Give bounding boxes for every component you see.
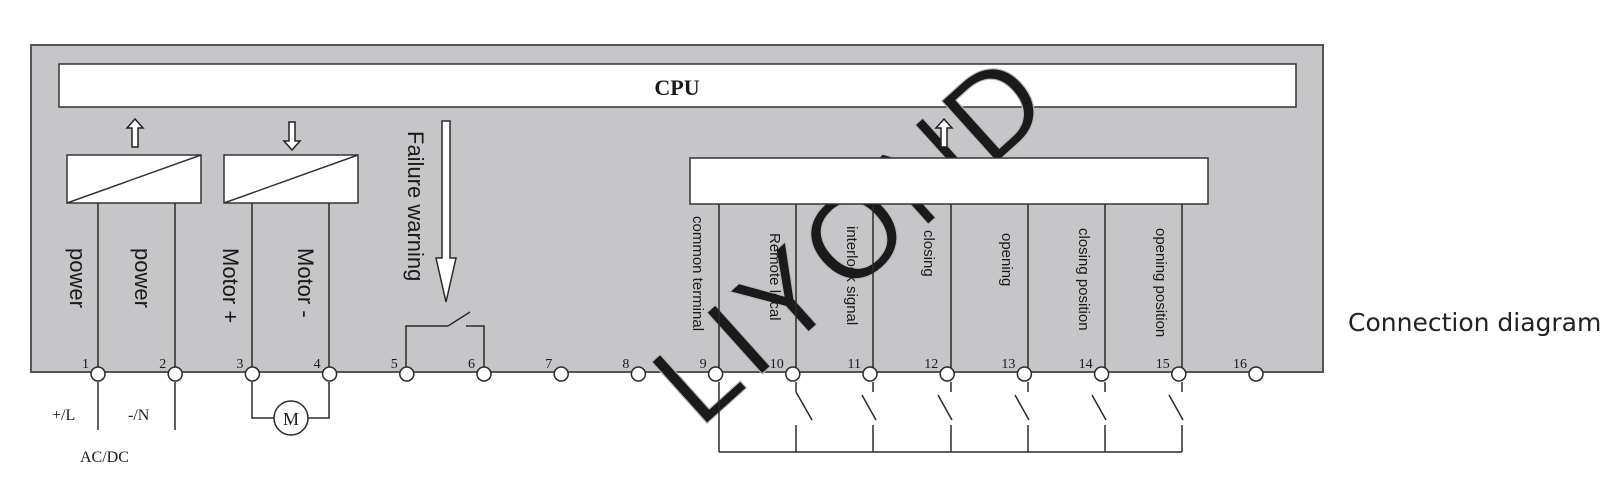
label-motor-plus: Motor +	[218, 248, 243, 323]
terminal-1	[90, 366, 106, 382]
terminal-number-13: 13	[1001, 357, 1015, 372]
label-opening: opening	[998, 233, 1015, 286]
terminal-number-11: 11	[848, 357, 861, 372]
motor-circuit	[251, 382, 330, 436]
label-closing: closing	[920, 230, 937, 277]
label-motor-minus: Motor -	[293, 248, 318, 318]
supply-type-label: AC/DC	[80, 449, 129, 466]
terminal-16	[1248, 366, 1264, 382]
terminal-number-2: 2	[159, 357, 166, 372]
up-arrow-icon	[125, 117, 145, 148]
terminal-number-1: 1	[82, 357, 89, 372]
terminal-14	[1093, 366, 1110, 382]
terminal-number-15: 15	[1156, 357, 1170, 372]
supply-minus-label: -/N	[128, 407, 150, 424]
terminal-11	[862, 366, 878, 382]
terminal-15	[1171, 366, 1187, 382]
terminal-number-16: 16	[1233, 357, 1247, 372]
terminal-4	[321, 366, 338, 382]
terminal-13	[1016, 366, 1033, 382]
input-switch-ladder	[718, 382, 1184, 453]
terminal-number-5: 5	[391, 357, 398, 372]
terminal-6	[476, 366, 492, 382]
failure-relay-contact	[405, 311, 485, 370]
motor-letter: M	[283, 409, 299, 429]
up-arrow-icon	[934, 117, 954, 148]
label-closing-position: closing position	[1075, 228, 1092, 331]
terminal-number-6: 6	[468, 357, 475, 372]
label-power-2: power	[130, 248, 155, 308]
terminal-number-9: 9	[700, 357, 707, 372]
label-power-1: power	[65, 248, 90, 308]
failure-arrow-icon	[435, 120, 457, 303]
terminal-number-4: 4	[314, 357, 321, 372]
terminal-2	[167, 366, 183, 382]
supply-plus-label: +/L	[52, 407, 75, 424]
terminal-7	[553, 366, 569, 382]
terminal-number-14: 14	[1079, 357, 1093, 372]
terminal-number-7: 7	[545, 357, 552, 372]
label-opening-position: opening position	[1152, 228, 1169, 337]
terminal-number-12: 12	[924, 357, 938, 372]
label-common-terminal: common terminal	[689, 216, 706, 331]
label-interlock-signal: interlock signal	[843, 226, 860, 325]
label-remote-local: Remote local	[766, 233, 783, 321]
input-block	[689, 157, 1209, 205]
terminal-10	[785, 366, 801, 382]
terminal-5	[399, 366, 415, 382]
terminal-9	[707, 366, 724, 382]
terminal-number-8: 8	[622, 357, 629, 372]
cpu-label: CPU	[654, 75, 699, 100]
label-failure-warning: Failure warning	[403, 131, 428, 281]
terminal-12	[939, 366, 955, 382]
terminal-3	[244, 366, 261, 382]
terminal-number-3: 3	[236, 357, 243, 372]
terminal-8	[630, 366, 647, 382]
terminal-number-10: 10	[770, 357, 784, 372]
cpu-bar	[58, 63, 1297, 108]
motor-symbol-icon	[273, 400, 309, 436]
diagram-caption: Connection diagram	[1348, 308, 1602, 337]
down-arrow-icon	[282, 121, 302, 152]
